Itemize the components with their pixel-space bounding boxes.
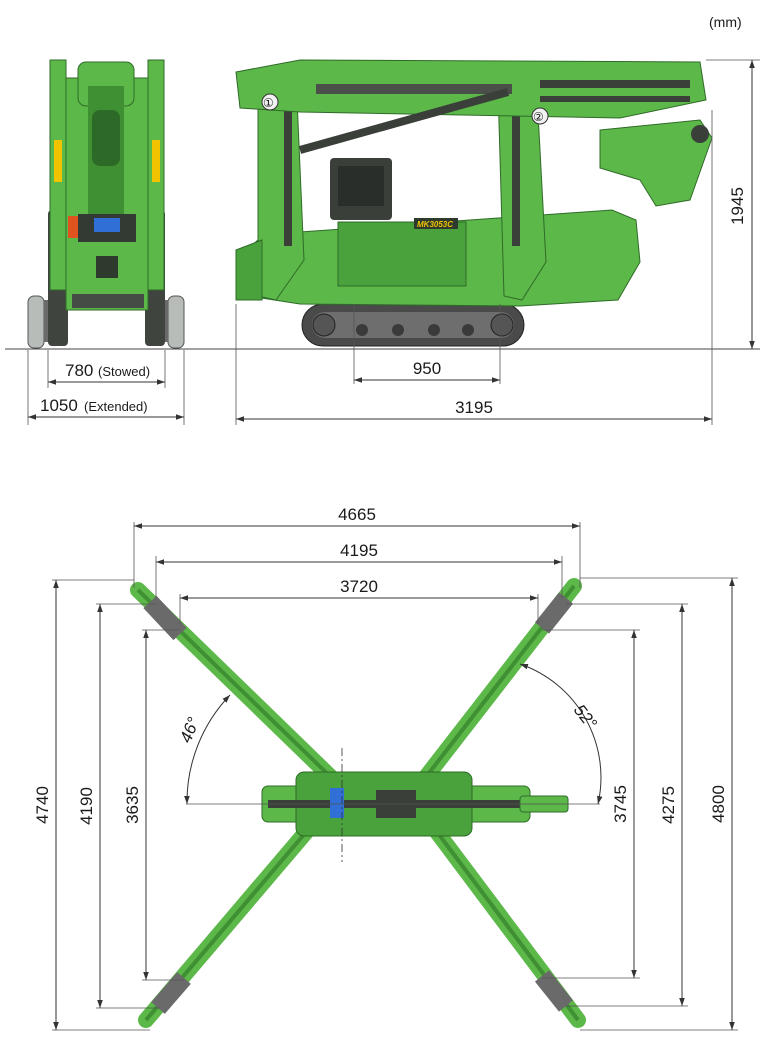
right-inner-value: 3745 xyxy=(611,785,630,823)
width-stowed-value: 780 xyxy=(65,361,93,380)
front-boom-bracket xyxy=(92,110,120,166)
angle-arc-right xyxy=(519,663,603,805)
side-front-mast-cylinder xyxy=(284,96,292,246)
side-roller-2 xyxy=(392,324,404,336)
side-dimensions: 1945 950 3195 xyxy=(235,59,760,425)
side-roller-3 xyxy=(428,324,440,336)
side-boom-hose-2 xyxy=(540,96,690,102)
front-foot-left xyxy=(27,295,45,349)
top-left-dimensions: 4740 4190 3635 xyxy=(33,579,184,1031)
span-mid-value: 4195 xyxy=(340,541,378,560)
side-marker-1: ① xyxy=(263,96,274,110)
top-view xyxy=(130,578,600,1028)
side-boom-brace xyxy=(298,88,510,154)
front-bottom-frame xyxy=(72,294,144,308)
left-outer-value: 4740 xyxy=(33,786,52,824)
side-height-value: 1945 xyxy=(728,187,747,225)
front-foot-right xyxy=(167,295,185,349)
side-model-badge-text: MK3053C xyxy=(417,220,453,229)
front-engine-grille xyxy=(96,256,118,278)
side-front-bumper xyxy=(235,239,263,301)
front-decal-right xyxy=(152,140,160,182)
top-foot-rear-left xyxy=(151,972,191,1014)
top-foot-rear-right xyxy=(534,970,574,1012)
top-right-dimensions: 3745 4275 4800 xyxy=(542,577,738,1031)
side-engine-cover xyxy=(337,221,467,287)
span-inner-value: 3720 xyxy=(340,577,378,596)
side-engine-grille xyxy=(338,166,384,206)
side-track-length-value: 950 xyxy=(413,359,441,378)
width-extended-value: 1050 xyxy=(40,396,78,415)
right-mid-value: 4275 xyxy=(659,786,678,824)
top-control xyxy=(330,788,344,818)
top-foot-front-left xyxy=(143,595,187,641)
angle-right-value: 52° xyxy=(570,701,601,733)
side-track-inner xyxy=(312,312,514,338)
left-inner-value: 3635 xyxy=(123,786,142,824)
width-stowed-note: (Stowed) xyxy=(98,364,150,379)
side-marker-2: ② xyxy=(533,110,544,124)
side-roller-4 xyxy=(462,324,474,336)
right-outer-value: 4800 xyxy=(709,785,728,823)
top-horizontal-dimensions: 4665 4195 3720 xyxy=(133,505,581,624)
angle-arc-left xyxy=(184,694,231,805)
side-jib xyxy=(599,119,713,207)
units-label: (mm) xyxy=(709,14,742,30)
front-display-screen xyxy=(94,218,120,232)
side-overall-length-value: 3195 xyxy=(455,398,493,417)
side-sprocket-rear xyxy=(490,313,514,337)
side-jib-pivot xyxy=(691,125,709,143)
front-view xyxy=(27,59,185,349)
side-idler-front xyxy=(312,313,336,337)
front-dimensions: 780 (Stowed) 1050 (Extended) xyxy=(27,350,185,425)
width-extended-note: (Extended) xyxy=(84,399,148,414)
left-mid-value: 4190 xyxy=(77,787,96,825)
top-foot-front-right xyxy=(534,592,574,634)
side-rear-mast-cylinder xyxy=(512,96,520,246)
side-marker-2-circle xyxy=(531,107,549,125)
side-model-badge xyxy=(414,218,458,229)
front-decal-left xyxy=(54,140,62,182)
side-roller-1 xyxy=(356,324,368,336)
front-orange-handle xyxy=(68,216,78,238)
side-boom-hose xyxy=(540,80,690,88)
span-outer-value: 4665 xyxy=(338,505,376,524)
side-boom-cylinder xyxy=(316,84,512,94)
side-marker-1-circle xyxy=(261,93,279,111)
side-view: MK3053C ① ② xyxy=(235,59,713,347)
